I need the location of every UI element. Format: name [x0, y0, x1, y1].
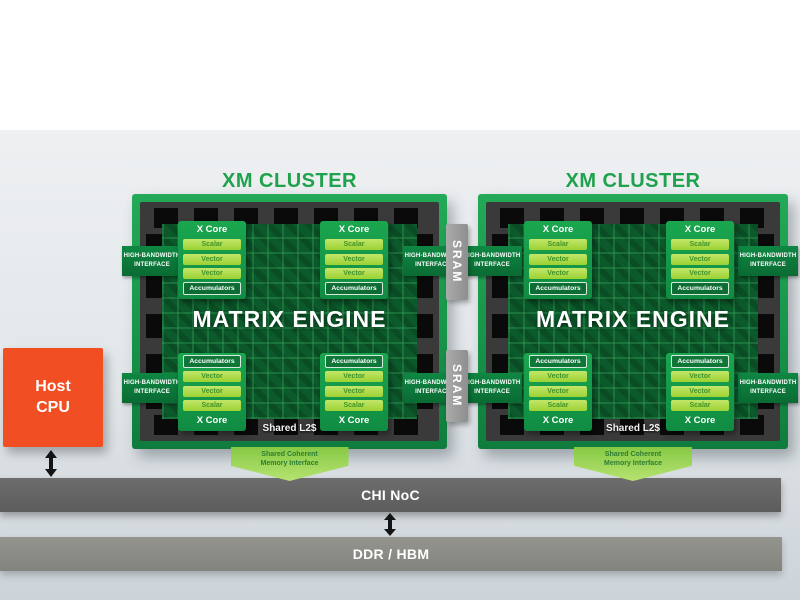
hbi-line1: HIGH-BANDWIDTH [739, 380, 797, 386]
vector-unit: Vector [183, 267, 241, 279]
pad-column-left [146, 234, 166, 409]
hbi-line1: HIGH-BANDWIDTH [463, 253, 521, 259]
hbi-line1: HIGH-BANDWIDTH [123, 253, 181, 259]
x-core-bottom-right: Accumulators Vector Vector Scalar X Core [666, 353, 734, 431]
host-cpu-block: Host CPU [3, 348, 103, 447]
scalar-unit: Scalar [183, 399, 241, 411]
hbi-line1: HIGH-BANDWIDTH [404, 253, 462, 259]
memory-interface-line2: Memory Interface [260, 460, 319, 468]
chi-noc-bus: CHI NoC [0, 478, 781, 512]
x-core-label: X Core [338, 224, 370, 235]
vector-unit: Vector [325, 267, 383, 279]
ddr-hbm-label: DDR / HBM [352, 546, 430, 562]
x-core-top-right: X Core Scalar Vector Vector Accumulators [320, 221, 388, 299]
x-core-label: X Core [196, 415, 228, 426]
hbi-line1: HIGH-BANDWIDTH [404, 380, 462, 386]
scalar-unit: Scalar [529, 399, 587, 411]
sram-bridge-upper: SRAM [446, 224, 468, 300]
x-core-label: X Core [542, 224, 574, 235]
accumulators-unit: Accumulators [183, 355, 241, 368]
scalar-unit: Scalar [671, 239, 729, 251]
x-core-label: X Core [684, 415, 716, 426]
hbi-tab-left-upper: HIGH-BANDWIDTH INTERFACE [122, 246, 182, 276]
memory-interface-line2: Memory Interface [604, 460, 662, 468]
hbi-line2: INTERFACE [415, 262, 451, 268]
x-core-bottom-left: Accumulators Vector Vector Scalar X Core [524, 353, 592, 431]
hbi-tab-right-upper: HIGH-BANDWIDTH INTERFACE [738, 246, 798, 276]
accumulators-unit: Accumulators [671, 355, 729, 368]
x-core-label: X Core [338, 415, 370, 426]
vector-unit: Vector [529, 385, 587, 397]
vector-unit: Vector [325, 371, 383, 383]
vector-unit: Vector [529, 267, 587, 279]
accumulators-unit: Accumulators [671, 282, 729, 295]
scalar-unit: Scalar [183, 239, 241, 251]
chi-noc-label: CHI NoC [361, 487, 420, 503]
host-cpu-line1: Host [35, 377, 71, 395]
double-arrow-icon [45, 450, 57, 477]
x-core-bottom-left: Accumulators Vector Vector Scalar X Core [178, 353, 246, 431]
matrix-engine-label: MATRIX ENGINE [192, 306, 387, 332]
scalar-unit: Scalar [529, 239, 587, 251]
vector-unit: Vector [671, 385, 729, 397]
vector-unit: Vector [529, 253, 587, 265]
x-core-top-right: X Core Scalar Vector Vector Accumulators [666, 221, 734, 299]
vector-unit: Vector [183, 385, 241, 397]
scalar-unit: Scalar [325, 239, 383, 251]
x-core-label: X Core [196, 224, 228, 235]
vector-unit: Vector [671, 253, 729, 265]
hbi-tab-left-lower: HIGH-BANDWIDTH INTERFACE [462, 373, 522, 403]
cluster-title: XM CLUSTER [565, 170, 701, 192]
shared-l2-label: Shared L2$ [606, 423, 660, 434]
hbi-line2: INTERFACE [415, 389, 451, 395]
x-core-top-left: X Core Scalar Vector Vector Accumulators [524, 221, 592, 299]
vector-unit: Vector [183, 253, 241, 265]
memory-interface-line1: Shared Coherent [261, 451, 318, 458]
xm-cluster-left: XM CLUSTER MATRIX ENGINE X Core Scalar V… [122, 170, 463, 481]
xm-cluster-right: XM CLUSTER MATRIX ENGINE X Core Scalar V… [462, 170, 798, 481]
x-core-bottom-right: Accumulators Vector Vector Scalar X Core [320, 353, 388, 431]
hbi-line1: HIGH-BANDWIDTH [463, 380, 521, 386]
vector-unit: Vector [671, 267, 729, 279]
scalar-unit: Scalar [325, 399, 383, 411]
hbi-line2: INTERFACE [474, 262, 510, 268]
hbi-line2: INTERFACE [750, 389, 786, 395]
matrix-engine-label: MATRIX ENGINE [535, 306, 731, 332]
hbi-tab-left-lower: HIGH-BANDWIDTH INTERFACE [122, 373, 182, 403]
hbi-tab-right-lower: HIGH-BANDWIDTH INTERFACE [738, 373, 798, 403]
sram-bridge-lower: SRAM [446, 350, 468, 422]
hbi-line1: HIGH-BANDWIDTH [739, 253, 797, 259]
x-core-label: X Core [684, 224, 716, 235]
vector-unit: Vector [325, 253, 383, 265]
accumulators-unit: Accumulators [529, 282, 587, 295]
pad-column-right [413, 234, 433, 409]
vector-unit: Vector [671, 371, 729, 383]
double-arrow-icon [384, 513, 396, 536]
vector-unit: Vector [529, 371, 587, 383]
accumulators-unit: Accumulators [529, 355, 587, 368]
accumulators-unit: Accumulators [183, 282, 241, 295]
ddr-hbm-bus: DDR / HBM [0, 537, 782, 571]
pad-column-left [492, 234, 512, 409]
hbi-line2: INTERFACE [750, 262, 786, 268]
vector-unit: Vector [325, 385, 383, 397]
hbi-line2: INTERFACE [474, 389, 510, 395]
accumulators-unit: Accumulators [325, 355, 383, 368]
host-cpu-line2: CPU [36, 398, 70, 416]
cluster-title: XM CLUSTER [222, 170, 357, 192]
memory-interface-line1: Shared Coherent [604, 451, 662, 458]
x-core-label: X Core [542, 415, 574, 426]
hbi-line2: INTERFACE [134, 389, 170, 395]
pad-column-right [754, 234, 774, 409]
hbi-line2: INTERFACE [134, 262, 170, 268]
shared-l2-label: Shared L2$ [262, 423, 317, 434]
hbi-tab-left-upper: HIGH-BANDWIDTH INTERFACE [462, 246, 522, 276]
scalar-unit: Scalar [671, 399, 729, 411]
accumulators-unit: Accumulators [325, 282, 383, 295]
hbi-line1: HIGH-BANDWIDTH [123, 380, 181, 386]
vector-unit: Vector [183, 371, 241, 383]
x-core-top-left: X Core Scalar Vector Vector Accumulators [178, 221, 246, 299]
